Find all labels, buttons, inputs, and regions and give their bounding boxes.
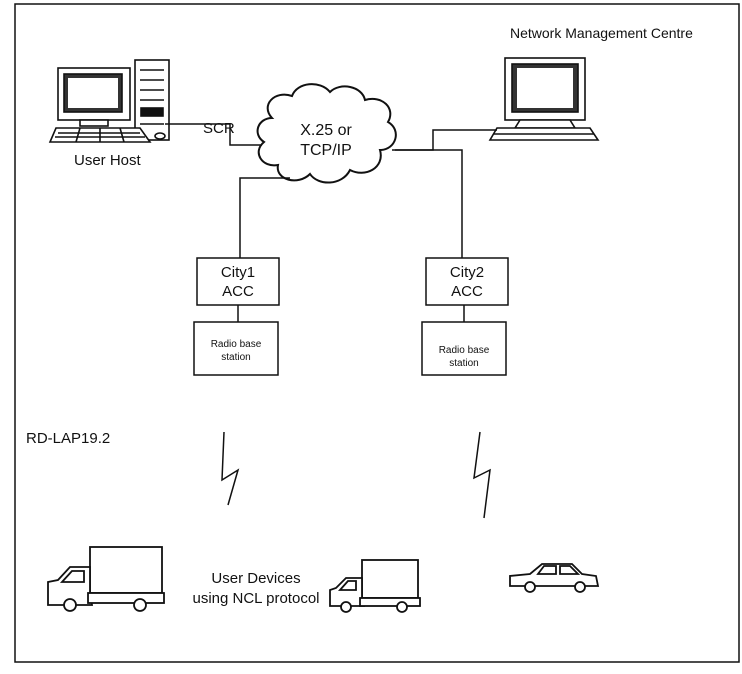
devices-label-line1: User Devices xyxy=(211,570,300,587)
truck-icon xyxy=(329,559,421,613)
radio-base-station-1-box xyxy=(193,321,279,376)
city1-label-line1: City1 xyxy=(221,264,255,281)
cloud-to-city2-link xyxy=(395,149,463,258)
devices-label-line2: using NCL protocol xyxy=(192,590,319,607)
lightning-link-icon xyxy=(473,431,491,519)
cloud-to-city1-link xyxy=(239,177,290,258)
car-icon xyxy=(509,563,600,593)
city2-acc-box xyxy=(425,257,509,306)
rbs1-label-line2: station xyxy=(221,352,250,363)
rdlap-label: RD-LAP19.2 xyxy=(26,430,110,447)
host-to-cloud-link xyxy=(165,123,262,146)
network-label-line1: X.25 or xyxy=(300,122,352,139)
connection-lines xyxy=(165,123,497,322)
desktop-computer-icon xyxy=(48,59,170,143)
city1-acc-box xyxy=(196,257,280,306)
lightning-link-icon xyxy=(221,431,240,506)
rbs1-label-line1: Radio base xyxy=(211,339,262,350)
cloud-network-icon xyxy=(256,83,397,184)
rbs2-label-line1: Radio base xyxy=(439,345,490,356)
nmc-to-cloud-link xyxy=(392,129,497,151)
scr-label: SCR xyxy=(203,120,235,137)
city1-label-line2: ACC xyxy=(222,283,254,300)
diagram-border xyxy=(14,3,740,663)
truck-icon xyxy=(47,546,165,612)
city2-label-line1: City2 xyxy=(450,264,484,281)
radio-base-station-2-box xyxy=(421,321,507,376)
network-label-line2: TCP/IP xyxy=(300,142,352,159)
rbs2-label-line2: station xyxy=(449,358,478,369)
city2-label-line2: ACC xyxy=(451,283,483,300)
nmc-label: Network Management Centre xyxy=(510,25,693,41)
monitor-terminal-icon xyxy=(488,57,600,141)
user-host-label: User Host xyxy=(74,152,142,169)
